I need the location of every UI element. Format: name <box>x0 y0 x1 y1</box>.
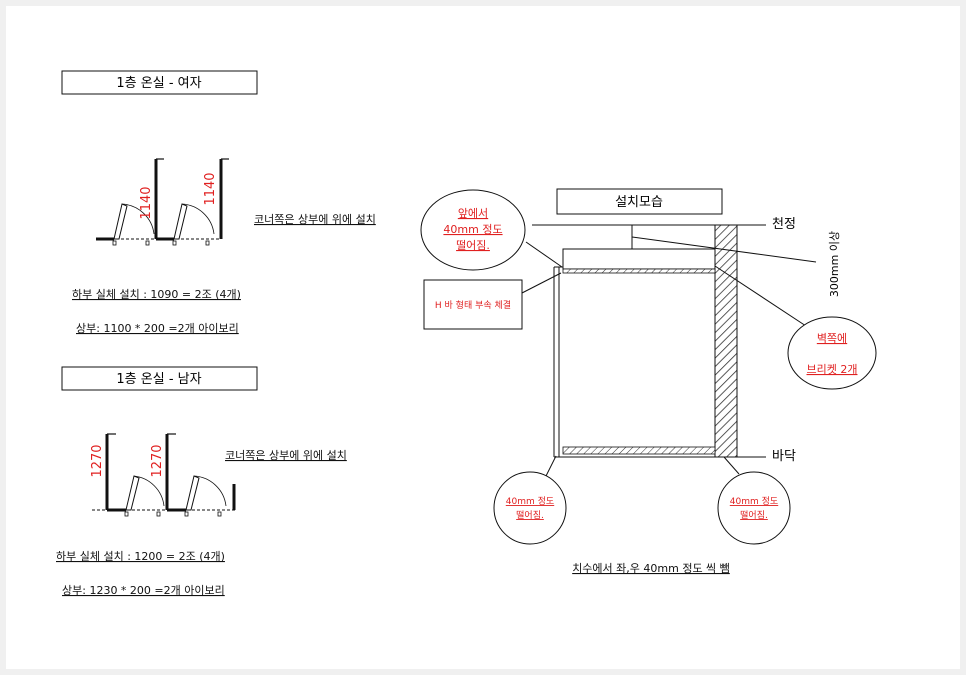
bottom-right-bubble-line2: 떨어짐. <box>740 509 768 521</box>
male-partition-drawing <box>92 433 236 517</box>
clearance-label: 300mm 이상 <box>828 231 841 297</box>
bottom-left-leader <box>545 455 557 477</box>
hbar-note: H 바 형태 부속 체결 <box>435 300 511 311</box>
male-lower-spec: 하부 실체 설치 : 1200 = 2조 (4개) <box>56 549 225 563</box>
front-leader <box>525 241 563 268</box>
male-section: 1층 온실 - 남자 1270 1270 코너쪽은 상부 <box>56 366 347 597</box>
female-partition-drawing <box>96 158 229 246</box>
hbar-note-box <box>423 279 523 330</box>
ceiling-label: 천정 <box>772 217 796 232</box>
female-note: 코너쪽은 상부에 위에 설치 <box>254 213 376 226</box>
floor-label: 바닥 <box>772 449 796 464</box>
male-note: 코너쪽은 상부에 위에 설치 <box>225 449 347 462</box>
bottom-left-bubble <box>493 471 567 545</box>
front-bubble <box>420 189 526 271</box>
female-dimension-right: 1140 <box>203 172 218 205</box>
female-dimension-left: 1140 <box>139 186 154 219</box>
wall-bubble <box>787 316 877 390</box>
female-lower-spec: 하부 실체 설치 : 1090 = 2조 (4개) <box>72 287 241 301</box>
male-title-box <box>61 366 258 391</box>
wall-bubble-line2: 브리켓 2개 <box>807 363 858 376</box>
female-title-box <box>61 70 258 95</box>
male-dimension-left: 1270 <box>90 444 105 477</box>
drawing-canvas: 1층 온실 - 여자 1140 1140 코너쪽은 상부에 위에 설 <box>56 70 877 597</box>
install-section: 설치모습 천정 바닥 300mm 이상 벽쪽에 브리켓 2개 앞에서 40mm <box>420 188 877 575</box>
upper-rail <box>562 268 716 274</box>
install-footer-note: 치수에서 좌,우 40mm 정도 씩 뺌 <box>572 562 730 575</box>
wall-bubble-line1: 벽쪽에 <box>817 332 847 345</box>
bottom-right-bubble <box>717 471 791 545</box>
hbar-leader <box>521 272 562 294</box>
upper-cover <box>562 248 716 270</box>
wall <box>714 224 738 458</box>
clearance-leader <box>631 236 817 263</box>
male-title: 1층 온실 - 남자 <box>116 372 201 387</box>
male-upper-spec: 상부: 1230 * 200 =2개 아이보리 <box>62 584 225 597</box>
bottom-right-leader <box>723 456 740 475</box>
female-title: 1층 온실 - 여자 <box>116 76 201 91</box>
male-dimension-right: 1270 <box>150 444 165 477</box>
bottom-left-bubble-line1: 40mm 정도 <box>506 496 554 507</box>
front-bubble-line2: 40mm 정도 <box>443 223 502 236</box>
install-title: 설치모습 <box>615 195 663 210</box>
female-upper-spec: 상부: 1100 * 200 =2개 아이보리 <box>76 322 239 335</box>
front-bubble-line3: 떨어짐. <box>456 239 490 252</box>
female-section: 1층 온실 - 여자 1140 1140 코너쪽은 상부에 위에 설 <box>61 70 376 335</box>
front-bubble-line1: 앞에서 <box>458 207 488 220</box>
lower-rail <box>562 446 716 455</box>
install-title-box <box>556 188 723 215</box>
bottom-right-bubble-line1: 40mm 정도 <box>730 496 778 507</box>
drawing-sheet: 1층 온실 - 여자 1140 1140 코너쪽은 상부에 위에 설 <box>6 6 960 669</box>
bottom-left-bubble-line2: 떨어짐. <box>516 509 544 521</box>
wall-leader <box>714 265 807 327</box>
